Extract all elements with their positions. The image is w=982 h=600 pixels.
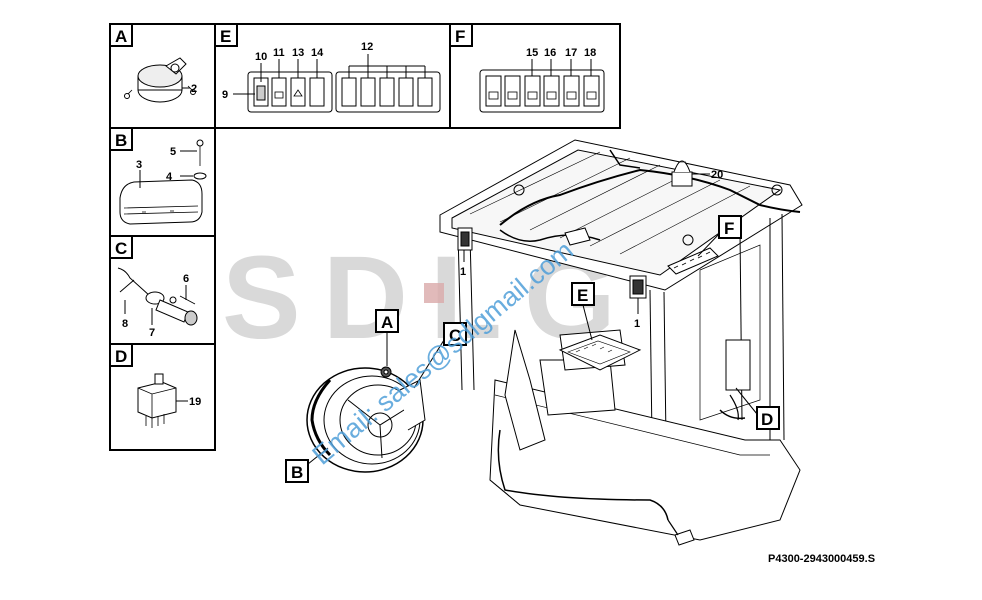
- callout-14: 14: [311, 47, 324, 59]
- callout-2: 2: [191, 83, 197, 95]
- switch-panel-large: [335, 71, 441, 113]
- callout-10: 10: [255, 51, 267, 63]
- callout-16: 16: [544, 47, 556, 59]
- panel-a: A 2: [109, 23, 216, 129]
- panel-c: C 6 7 8: [109, 235, 216, 345]
- display-module-drawing: [119, 139, 207, 225]
- callout-18: 18: [584, 47, 596, 59]
- callout-4: 5: [170, 146, 176, 158]
- callout-1-left: 1: [460, 266, 466, 278]
- tag-a: A: [381, 313, 393, 332]
- callout-7: 7: [149, 327, 155, 339]
- cab-drawing: [439, 139, 803, 546]
- callout-9: 9: [222, 89, 228, 101]
- panel-a-letter: A: [115, 27, 127, 46]
- callout-1-right: 1: [634, 318, 640, 330]
- switch-assembly-drawing: [117, 267, 198, 326]
- switch-panel-small: [247, 71, 333, 113]
- callout-11: 11: [273, 47, 285, 59]
- callout-6: 6: [183, 273, 189, 285]
- panel-d-letter: D: [115, 347, 127, 366]
- tag-e: E: [577, 286, 588, 305]
- panel-b-letter: B: [115, 131, 127, 150]
- callout-19: 19: [189, 396, 201, 408]
- panel-f: F 15 16 17 18: [449, 23, 621, 129]
- callout-13: 13: [292, 47, 304, 59]
- main-callouts: 20 1 1 E F D A C B: [285, 169, 780, 483]
- panel-c-letter: C: [115, 239, 127, 258]
- relay-drawing: [137, 373, 177, 428]
- callout-17: 17: [565, 47, 577, 59]
- callout-8: 8: [122, 318, 128, 330]
- callout-20: 20: [711, 169, 723, 181]
- callout-15: 15: [526, 47, 538, 59]
- callout-5: 4: [166, 171, 173, 183]
- panel-d: D 19: [109, 343, 216, 451]
- callout-3: 3: [136, 159, 142, 171]
- panel-f-letter: F: [455, 27, 465, 46]
- panel-b: B 5 4 3: [109, 127, 216, 237]
- panel-e: E 9 10 11 13 14 12: [214, 23, 451, 129]
- tag-f: F: [724, 219, 734, 238]
- ignition-switch-drawing: [124, 57, 196, 103]
- switch-panel-roof: [479, 69, 605, 113]
- tag-b: B: [291, 463, 303, 482]
- tag-d: D: [761, 410, 773, 429]
- panel-e-letter: E: [220, 27, 231, 46]
- drawing-code: P4300-2943000459.S: [768, 553, 875, 565]
- steering-wheel-drawing: [306, 366, 426, 473]
- callout-12: 12: [361, 41, 373, 53]
- tag-c: C: [449, 326, 461, 345]
